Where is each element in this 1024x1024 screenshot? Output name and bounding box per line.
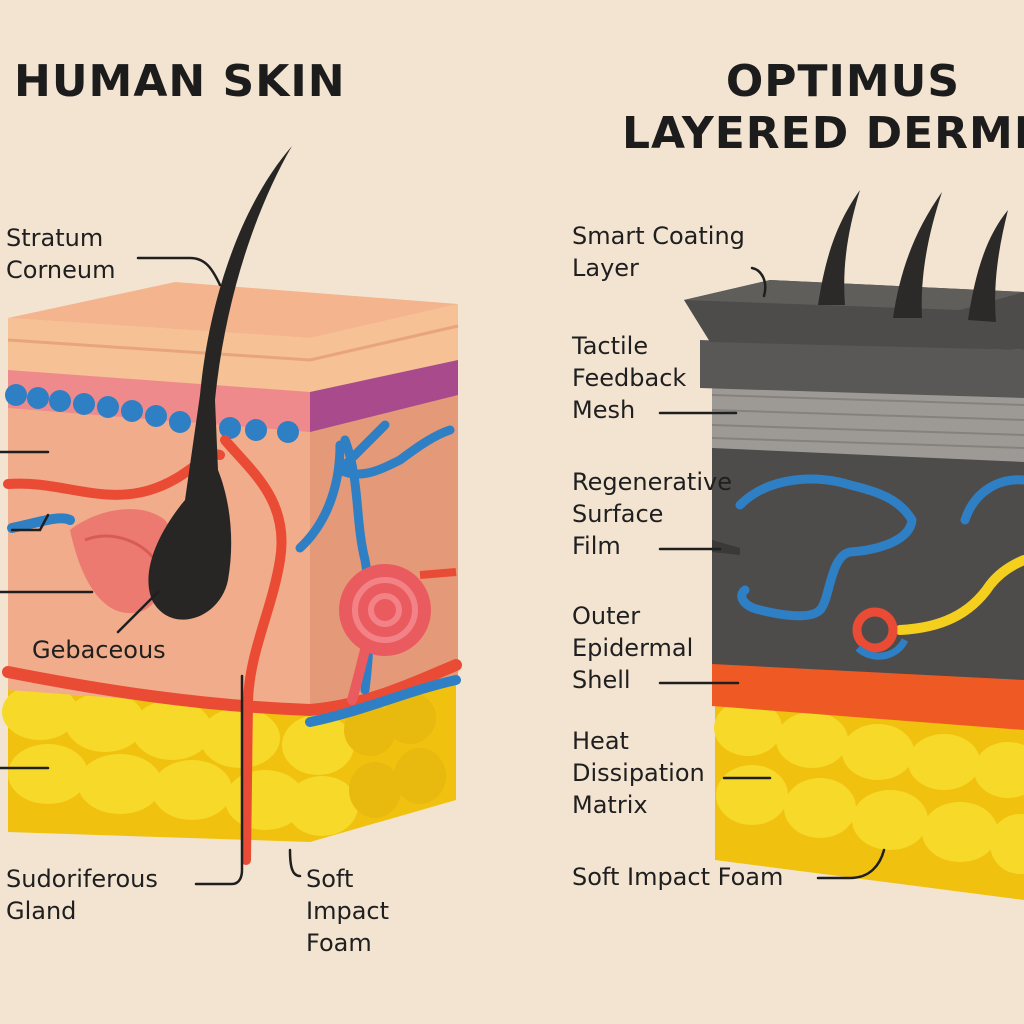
label-line: Outer [572,602,641,630]
label-line: Soft [306,865,354,893]
label-sudoriferous-gland: Sudoriferous Gland [6,863,158,927]
label-line: Tactile [572,332,649,360]
label-line: Corneum [6,256,116,284]
label-soft-impact-foam-right: Soft Impact Foam [572,863,784,891]
label-line: Feedback [572,364,687,392]
label-smart-coating-layer: Smart Coating Layer [572,220,745,284]
label-sebaceous: Gebaceous [32,636,166,664]
label-line: Smart Coating [572,222,745,250]
right-title-line-1: OPTIMUS [725,56,961,107]
label-outer-epidermal-shell: Outer Epidermal Shell [572,600,693,696]
label-line: Stratum [6,224,104,252]
label-line: Matrix [572,791,648,819]
label-line: Dissipation [572,759,705,787]
label-regenerative-surface-film: Regenerative Surface Film [572,466,732,562]
label-line: Gland [6,897,77,925]
label-line: Surface [572,500,664,528]
label-line: Epidermal [572,634,694,662]
label-line: Impact [306,897,390,925]
label-stratum-corneum: Stratum Corneum [6,222,115,286]
foam-layer [714,700,1024,900]
label-soft-impact-foam-left: Soft Impact Foam [306,863,389,959]
sweat-gland [339,564,457,705]
coating-spikes [818,190,1008,322]
leader-lines [0,256,886,886]
label-line: Heat [572,727,629,755]
right-title: OPTIMUS LAYERED DERMIS [622,56,1024,160]
right-title-line-2: LAYERED DERMIS [622,108,1024,159]
label-line: Film [572,532,621,560]
label-line: Sudoriferous [6,865,158,893]
hair-follicle [148,146,292,620]
label-line: Foam [306,929,372,957]
label-line: Regenerative [572,468,732,496]
label-heat-dissipation-matrix: Heat Dissipation Matrix [572,725,705,821]
left-title: HUMAN SKIN [14,56,346,107]
label-line: Shell [572,666,631,694]
label-line: Layer [572,254,639,282]
human-skin-block [2,146,462,865]
optimus-dermis-block [684,190,1024,900]
label-tactile-feedback-mesh: Tactile Feedback Mesh [572,330,686,426]
label-line: Mesh [572,396,636,424]
